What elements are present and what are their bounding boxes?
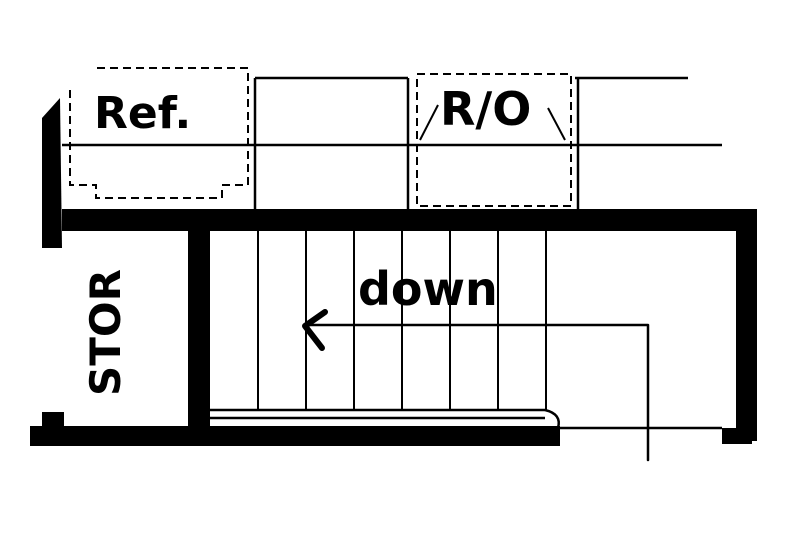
stair-direction-label: down	[358, 262, 498, 316]
direction-arrow	[302, 309, 650, 462]
stair-railing	[210, 408, 722, 430]
counter-lines	[62, 76, 722, 210]
walls	[30, 98, 757, 446]
stair-treads	[257, 231, 547, 410]
range-oven-label: R/O	[440, 82, 531, 136]
refrigerator-outline	[69, 67, 249, 199]
range-oven-marks	[419, 104, 566, 141]
refrigerator-label: Ref.	[94, 88, 191, 139]
storage-label: STOR	[81, 269, 130, 396]
